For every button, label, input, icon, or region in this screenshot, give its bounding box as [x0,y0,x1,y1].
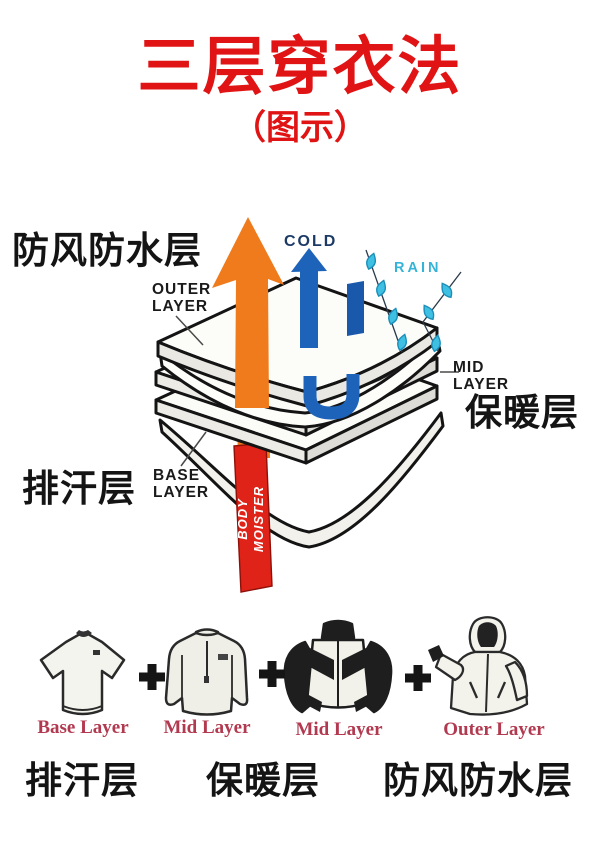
warm-layer-label: 保暖层 [465,392,579,433]
base-layer-leader-line [180,431,207,467]
plus-icon [405,665,431,691]
rain-droplet-icon [364,251,379,272]
rain-label: RAIN [394,260,442,276]
mid-layer-label: MID LAYER [453,359,510,394]
insulated-jacket-icon [283,619,393,714]
cold-bar-icon [347,281,364,336]
page-title: 三层穿衣法 [137,32,463,102]
plus-icon [139,664,165,690]
outer-layer-label: OUTER LAYER [152,281,212,316]
leader-lines [175,315,459,467]
body-heat-arrow-icon [212,217,284,408]
outer-layer-leader-line [175,315,204,346]
body-moisture-band-label: BODY MOISTER [235,485,267,553]
cold-label: COLD [284,233,338,250]
bottom-windproof-layer-label: 防风防水层 [383,760,573,801]
plus-icon [259,661,285,687]
cold-deflect-u-icon [303,374,360,420]
base-layer-label: BASE LAYER [153,467,210,502]
rain-group [364,249,462,353]
bottom-warm-layer-label: 保暖层 [206,760,320,801]
sweat-wicking-layer-label: 排汗层 [22,468,136,509]
tshirt-icon [39,630,126,716]
page-subtitle: （图示） [232,109,368,147]
mid-layer-garment-label: Mid Layer [163,717,251,738]
rain-droplet-icon [420,302,438,323]
outer-layer-garment-label: Outer Layer [443,719,545,740]
windproof-waterproof-layer-label: 防风防水层 [12,230,202,271]
bottom-sweat-layer-label: 排汗层 [25,760,139,801]
base-layer-garment-label: Base Layer [37,717,129,738]
fleece-pullover-icon [164,628,249,716]
cold-arrow-icon [291,248,327,348]
hooded-shell-jacket-icon [428,616,529,716]
mid-layer-garment-label: Mid Layer [295,719,383,740]
